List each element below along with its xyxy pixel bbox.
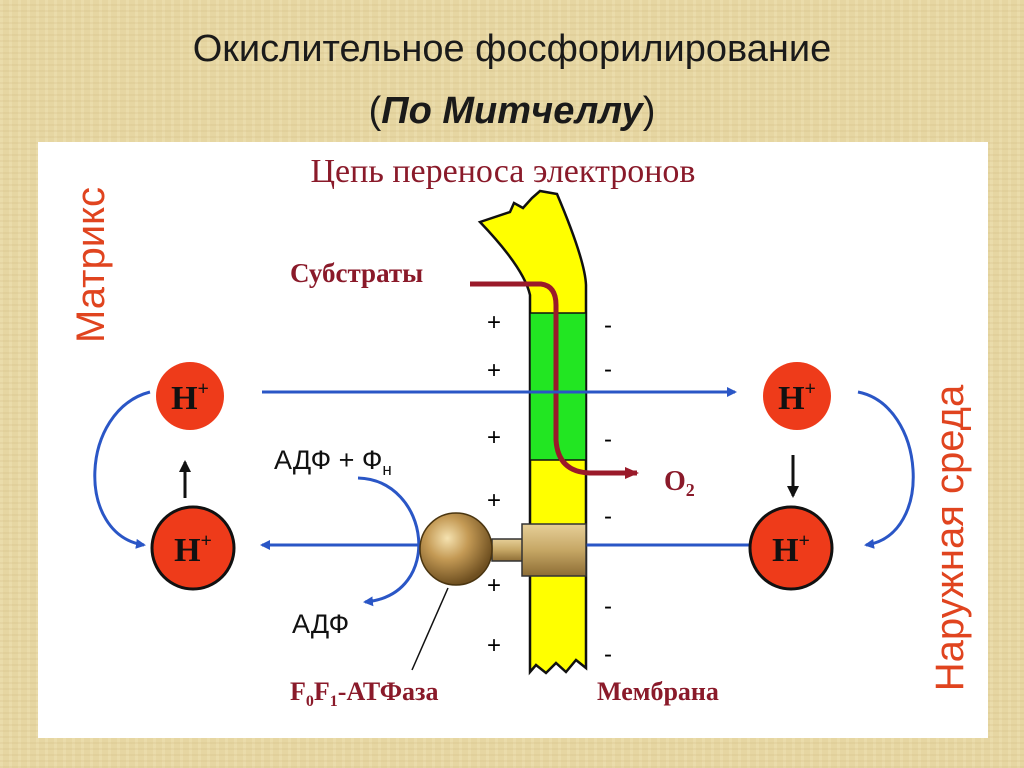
substrates-label: Субстраты — [290, 258, 423, 288]
minus-charge: - — [604, 312, 612, 339]
plus-charge: + — [487, 357, 501, 384]
svg-text:H+: H+ — [772, 530, 810, 569]
plus-charge: + — [487, 632, 501, 659]
slide-title: Окислительное фосфорилирование — [192, 28, 832, 70]
svg-text:H+: H+ — [171, 378, 209, 417]
outer-medium-label: Наружная среда — [928, 384, 972, 691]
proton-outer-bottom: H+ — [748, 505, 834, 591]
proton-matrix-top: H+ — [156, 362, 224, 430]
outer-cycle-arrow — [857, 390, 915, 549]
minus-charge: - — [604, 426, 612, 453]
plus-charge: + — [487, 424, 501, 451]
proton-outer-top: H+ — [763, 362, 831, 430]
atpase-stalk — [491, 538, 525, 562]
plus-charge: + — [487, 572, 501, 599]
slide-subtitle: (По Митчеллу) — [0, 90, 1024, 133]
adp-conversion-arrow — [357, 476, 421, 607]
svg-text:H+: H+ — [174, 530, 212, 569]
matrix-label: Матрикс — [69, 187, 113, 343]
electron-flow-arrow — [470, 281, 639, 479]
minus-charge: - — [604, 503, 612, 530]
subtitle-author: По Митчеллу — [381, 90, 643, 132]
atpase-pointer-line — [411, 587, 449, 671]
plus-charge: + — [487, 487, 501, 514]
minus-charge: - — [604, 356, 612, 383]
adp-label: АДФ — [292, 609, 349, 639]
atpase-f1-head — [419, 512, 493, 586]
plus-charge: + — [487, 309, 501, 336]
adp-pi-label: АДФ + Фн — [274, 445, 392, 479]
proton-matrix-bottom: H+ — [150, 505, 236, 591]
atpase-label: F0F1-АТФаза — [290, 677, 438, 710]
subtitle-close-paren: ) — [642, 90, 656, 132]
membrane-label: Мембрана — [597, 677, 719, 706]
minus-charge: - — [604, 641, 612, 668]
minus-charge: - — [604, 593, 612, 620]
chain-title: Цепь переноса электронов — [311, 153, 696, 190]
svg-text:H+: H+ — [778, 378, 816, 417]
oxygen-label: O2 — [664, 466, 695, 500]
atpase-f0-subunit — [521, 523, 587, 577]
matrix-cycle-arrow — [93, 390, 151, 549]
subtitle-open-paren: ( — [368, 90, 382, 132]
